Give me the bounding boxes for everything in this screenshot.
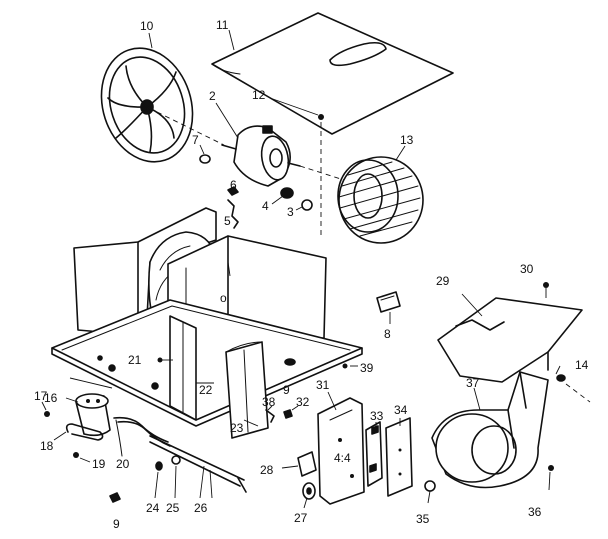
callout-9-lower: 9 [113,517,120,531]
bracket-5 [227,199,239,229]
callout-18: 18 [40,439,54,453]
callout-14: 14 [575,358,589,372]
svg-text:o: o [220,291,227,305]
knob-27 [302,482,316,509]
callout-2: 2 [209,89,216,103]
callout-23: 23 [230,421,244,435]
callout-19: 19 [92,457,106,471]
callout-36: 36 [528,505,542,519]
callout-29: 29 [436,274,450,288]
fan-motor [156,102,301,187]
bracket-8 [376,291,401,324]
callout-17: 17 [34,389,48,403]
callout-33: 33 [370,409,384,423]
blower-scroll-top [437,293,583,383]
callout-20: 20 [116,457,130,471]
hardware-4 [271,187,294,205]
callout-21: 21 [128,353,142,367]
callout-30: 30 [520,262,534,276]
control-bracket-31: 4:4 [317,391,365,505]
screw-9-upper [284,358,296,366]
hardware-7 [199,144,211,164]
screw-36 [548,465,554,491]
callout-34: 34 [394,403,408,417]
capacitor-16 [65,393,111,437]
callout-37: 37 [466,376,480,390]
partition-panel-22 [169,315,197,421]
wire-harness-20 [113,416,171,457]
callout-16: 16 [44,391,58,405]
screw-9-lower [109,492,121,503]
clip-32 [283,405,299,419]
callout-22: 22 [199,383,213,397]
callout-11: 11 [216,18,229,32]
top-cover-plate [211,12,454,135]
leader-lines [162,359,561,427]
callout-3: 3 [287,205,294,219]
screw-24 [154,461,163,499]
callout-38: 38 [262,395,276,409]
callout-9-upper: 9 [283,383,290,397]
screw-19 [73,452,91,463]
switch-28 [281,451,317,477]
panel-34 [385,417,413,497]
callout-12: 12 [252,88,266,102]
callout-28: 28 [260,463,274,477]
screw-14 [556,374,591,403]
callout-4: 4 [262,199,269,213]
callout-32: 32 [296,395,310,409]
screw-35 [424,480,436,504]
condenser-fan-blade [100,32,194,163]
callout-24: 24 [146,501,160,515]
callout-6: 6 [230,178,237,192]
strap-18 [53,423,104,441]
callout-31: 31 [316,378,330,392]
bracket-33 [365,421,383,487]
power-cord-26 [149,435,247,499]
callout-10: 10 [140,19,154,33]
callout-labels: 10 11 2 12 13 7 6 5 4 3 29 30 8 14 21 39… [34,18,589,531]
callout-5: 5 [224,214,231,228]
callout-7: 7 [192,133,199,147]
screw-39 [342,363,358,369]
hardware-3 [295,199,313,211]
callout-35: 35 [416,512,430,526]
screw-21 [157,357,163,363]
callout-25: 25 [166,501,180,515]
svg-text:4:4: 4:4 [334,451,351,465]
clip-38 [265,409,275,423]
callout-39: 39 [360,361,374,375]
base-pan [51,299,363,427]
callout-13: 13 [400,133,414,147]
hardware-6 [227,186,239,196]
hardware-25 [171,455,181,499]
partition-panel-23 [225,341,269,439]
blower-wheel [299,145,424,244]
callout-26: 26 [194,501,208,515]
callout-8: 8 [384,327,391,341]
screw-30 [543,282,549,298]
callout-27: 27 [294,511,308,525]
screw-12 [269,97,324,236]
blower-housing [431,371,549,489]
screw-17 [41,401,50,417]
